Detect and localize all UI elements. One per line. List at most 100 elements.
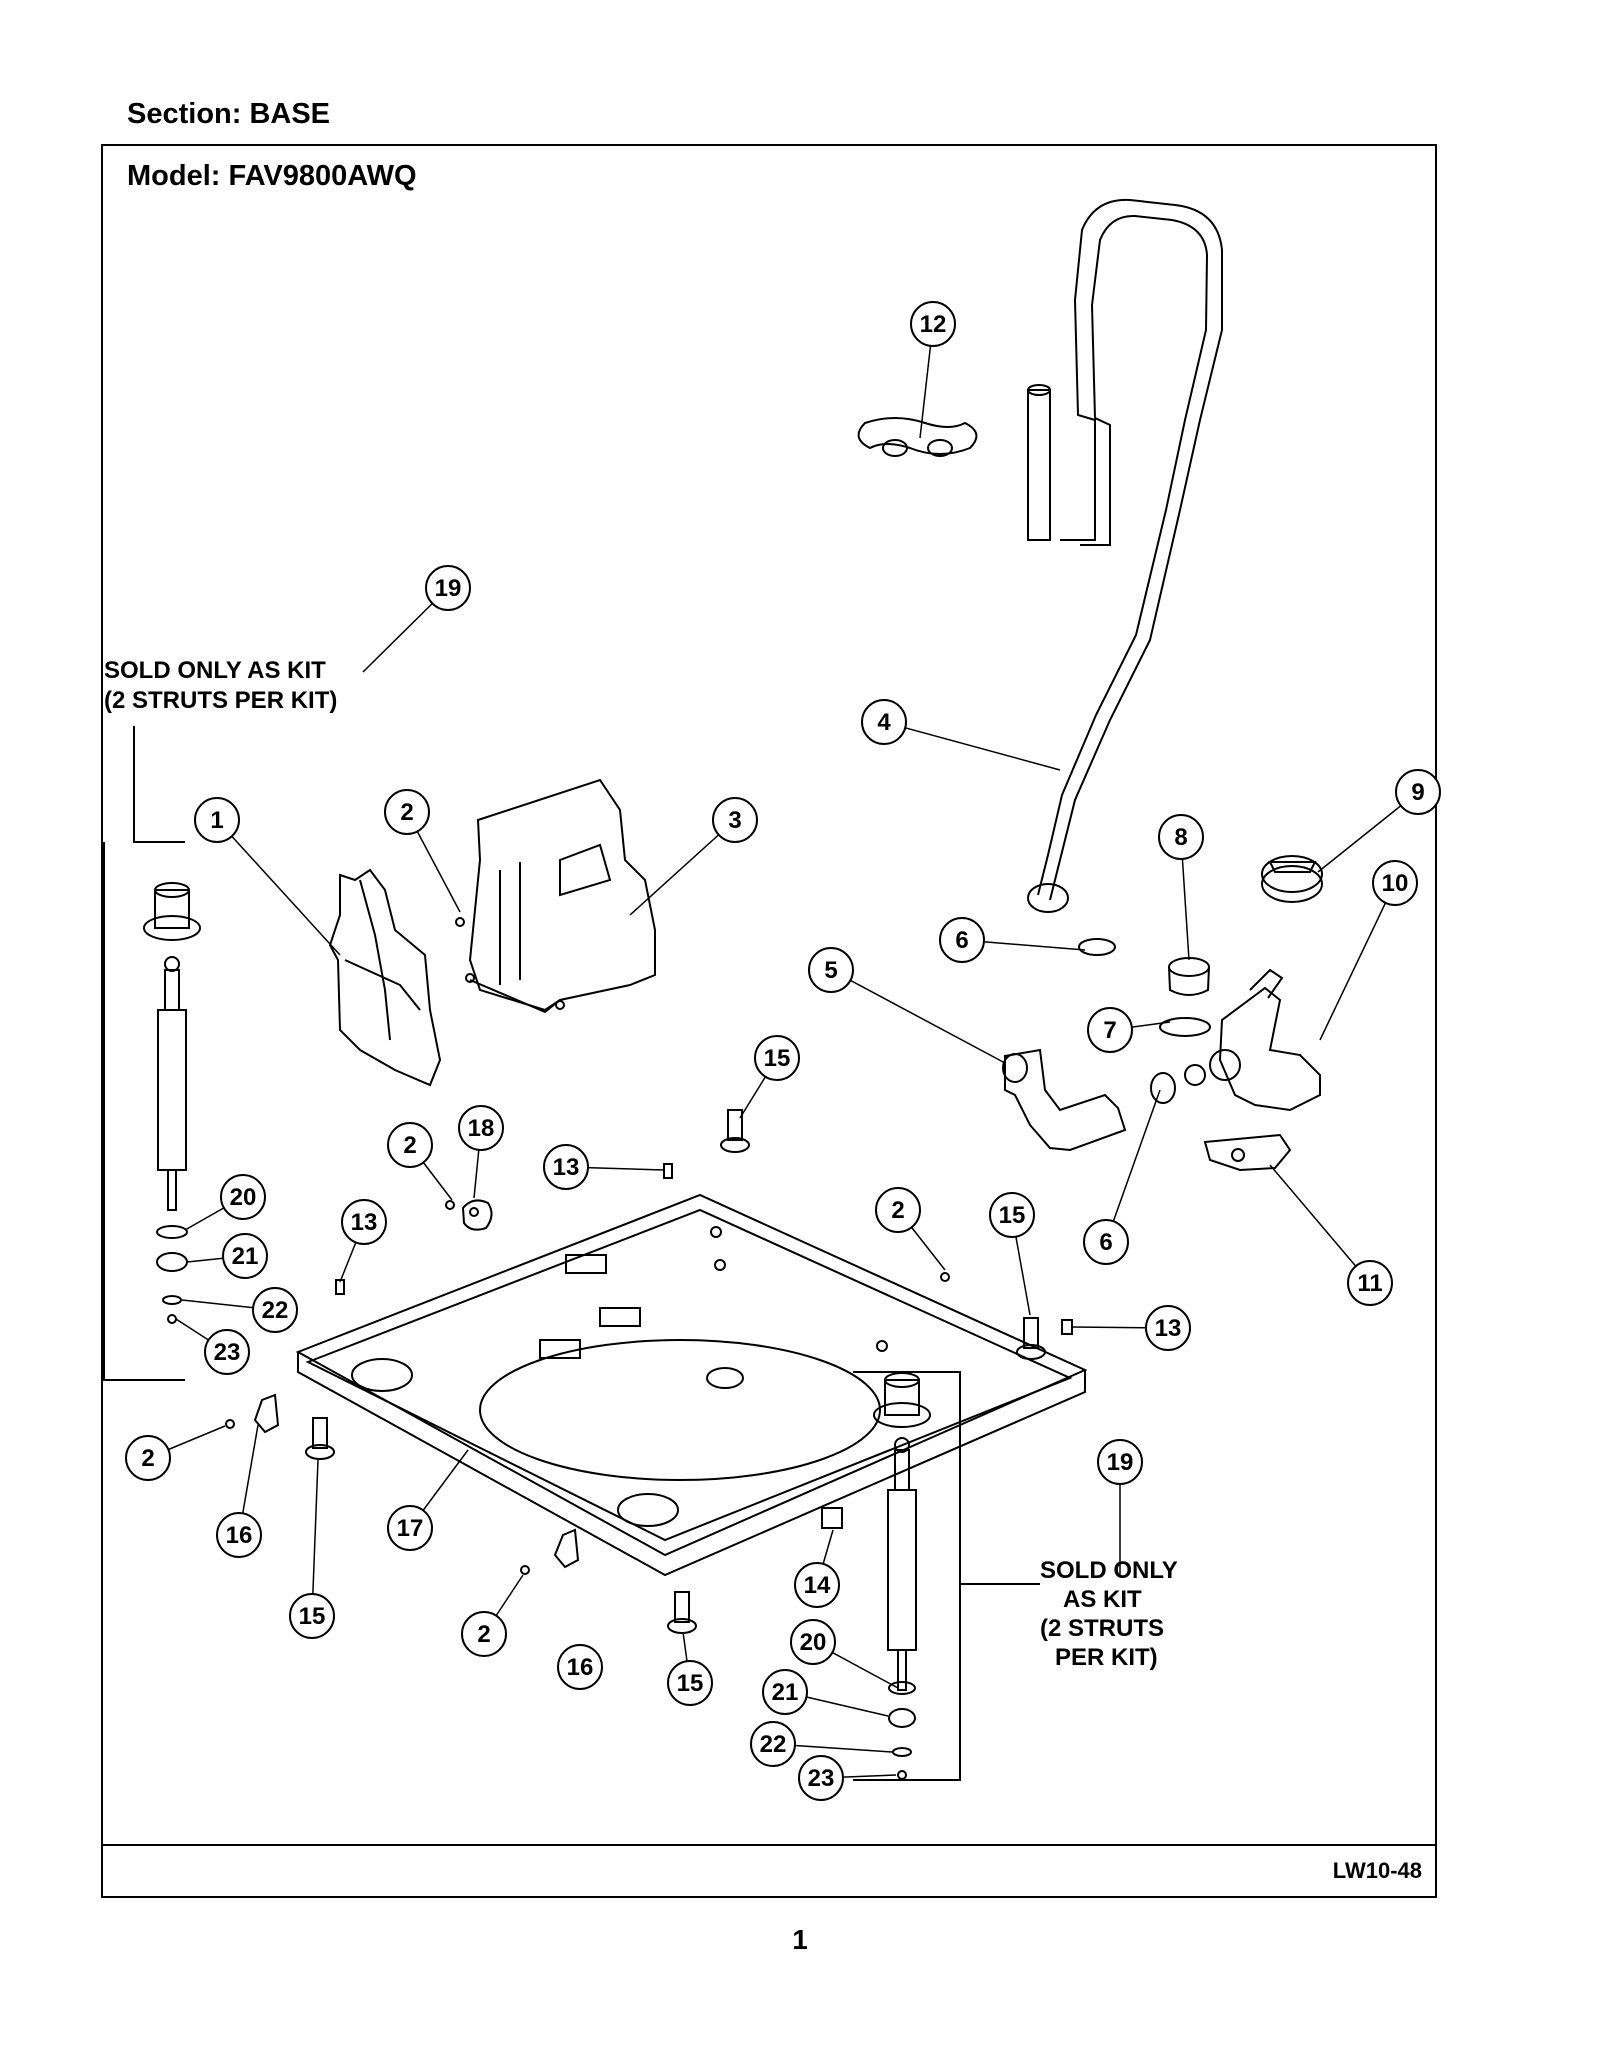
callout-13: 13 — [543, 1144, 589, 1190]
section-title: Section: BASE — [127, 98, 331, 130]
callout-18: 18 — [458, 1105, 504, 1151]
callout-circle — [712, 797, 758, 843]
page-number: 1 — [792, 1924, 808, 1955]
callout-21: 21 — [222, 1233, 268, 1279]
kit-note-right-line3: (2 STRUTS — [1040, 1615, 1164, 1642]
callout-16: 16 — [557, 1644, 603, 1690]
leveling-leg-drawings — [305, 1109, 1046, 1634]
callout-circle — [910, 301, 956, 347]
callout-number: 17 — [397, 1515, 424, 1542]
callout-2: 2 — [461, 1611, 507, 1657]
callout-number: 13 — [1155, 1315, 1182, 1342]
callout-circle — [289, 1593, 335, 1639]
callout-circle — [387, 1505, 433, 1551]
callout-23: 23 — [204, 1329, 250, 1375]
callout-1: 1 — [194, 797, 240, 843]
leader-line — [830, 969, 1006, 1064]
callout-circle — [754, 1035, 800, 1081]
callout-15: 15 — [989, 1192, 1035, 1238]
callout-13: 13 — [1145, 1305, 1191, 1351]
callout-15: 15 — [667, 1660, 713, 1706]
callout-19: 19 — [1097, 1439, 1143, 1485]
callout-circle — [1158, 814, 1204, 860]
callout-number: 3 — [728, 807, 741, 834]
callout-number: 21 — [232, 1243, 259, 1270]
callout-number: 11 — [1357, 1270, 1382, 1297]
leader-line — [883, 721, 1061, 771]
callout-number: 18 — [468, 1115, 495, 1142]
callout-number: 6 — [1099, 1229, 1112, 1256]
callout-circle — [204, 1329, 250, 1375]
callout-20: 20 — [790, 1619, 836, 1665]
callout-number: 15 — [999, 1202, 1026, 1229]
callout-circle — [461, 1611, 507, 1657]
screw-drawings — [225, 917, 950, 1575]
callout-number: 15 — [299, 1603, 326, 1630]
callout-number: 16 — [567, 1654, 594, 1681]
callout-circle — [861, 699, 907, 745]
callout-circle — [794, 1562, 840, 1608]
callout-7: 7 — [1087, 1007, 1133, 1053]
callout-number: 20 — [800, 1629, 827, 1656]
callout-3: 3 — [712, 797, 758, 843]
callout-4: 4 — [861, 699, 907, 745]
diagram-frame — [101, 144, 1437, 1898]
kit-brackets — [103, 726, 1040, 1781]
callout-circle — [252, 1287, 298, 1333]
callout-number: 2 — [891, 1197, 904, 1224]
clamp-6-drawings — [1078, 938, 1176, 1104]
callout-8: 8 — [1158, 814, 1204, 860]
callout-circle — [790, 1619, 836, 1665]
callout-circle — [1395, 769, 1441, 815]
callout-circle — [875, 1187, 921, 1233]
callout-number: 7 — [1103, 1017, 1116, 1044]
leader-line — [629, 819, 736, 916]
kit-note-left-line1: SOLD ONLY AS KIT — [104, 657, 326, 684]
callout-circle — [194, 797, 240, 843]
callout-14: 14 — [794, 1562, 840, 1608]
callout-2: 2 — [875, 1187, 921, 1233]
callout-circle — [557, 1644, 603, 1690]
bracket-16-drawings — [253, 1393, 580, 1569]
part-12-clip-drawing — [857, 417, 978, 457]
leader-line — [1319, 882, 1396, 1041]
callout-circle — [762, 1669, 808, 1715]
callout-13: 13 — [341, 1199, 387, 1245]
callout-number: 23 — [214, 1339, 241, 1366]
part-7-ring-drawing — [1159, 1017, 1211, 1037]
callout-circle — [387, 1122, 433, 1168]
callout-circle — [1347, 1260, 1393, 1306]
part-17-base-pan-drawing — [295, 1193, 1088, 1577]
callout-circle — [384, 789, 430, 835]
kit-note-right-line4: PER KIT) — [1055, 1644, 1158, 1671]
callout-circle — [667, 1660, 713, 1706]
callout-number: 21 — [772, 1679, 799, 1706]
callout-number: 22 — [262, 1297, 289, 1324]
callout-number: 2 — [403, 1132, 416, 1159]
callout-number: 1 — [210, 807, 223, 834]
callout-circle — [425, 565, 471, 611]
callout-number: 2 — [477, 1621, 490, 1648]
callout-circle — [341, 1199, 387, 1245]
callout-10: 10 — [1372, 860, 1418, 906]
callout-circle — [1083, 1219, 1129, 1265]
callout-circle — [216, 1512, 262, 1558]
callout-number: 22 — [760, 1731, 787, 1758]
footer-divider — [101, 1844, 1437, 1846]
callout-circle — [989, 1192, 1035, 1238]
callout-12: 12 — [910, 301, 956, 347]
callout-22: 22 — [750, 1721, 796, 1767]
callout-number: 16 — [226, 1522, 253, 1549]
callout-16: 16 — [216, 1512, 262, 1558]
callout-circle — [220, 1174, 266, 1220]
callout-number: 19 — [1107, 1449, 1134, 1476]
callout-circle — [458, 1105, 504, 1151]
callout-number: 2 — [400, 799, 413, 826]
part-14-label-drawing — [821, 1507, 843, 1529]
leader-line — [1269, 1164, 1371, 1284]
leader-line — [311, 1459, 319, 1617]
callout-number: 20 — [230, 1184, 257, 1211]
part-9-switch-drawing — [1261, 855, 1323, 903]
callout-number: 4 — [877, 709, 891, 736]
parts-illustration — [143, 198, 1323, 1780]
